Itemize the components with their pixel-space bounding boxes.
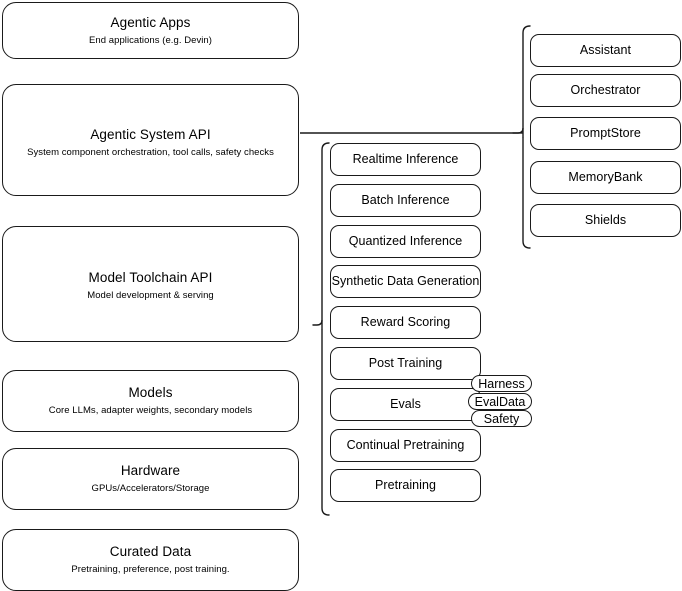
component-chip-evals[interactable]: Evals <box>330 388 481 421</box>
layer-title: Curated Data <box>109 544 192 559</box>
component-chip-continual-pretraining[interactable]: Continual Pretraining <box>330 429 481 462</box>
eval-badge-label: EvalData <box>474 394 526 409</box>
chip-label: Post Training <box>368 356 443 370</box>
eval-badge-safety[interactable]: Safety <box>471 410 532 427</box>
layer-title: Agentic System API <box>90 127 211 142</box>
layer-title: Model Toolchain API <box>88 270 213 285</box>
layer-card-models[interactable]: Models Core LLMs, adapter weights, secon… <box>2 370 299 432</box>
chip-label: Evals <box>390 397 421 411</box>
layer-subtitle: System component orchestration, tool cal… <box>27 147 274 158</box>
chip-label: Orchestrator <box>570 83 641 97</box>
layer-subtitle: Core LLMs, adapter weights, secondary mo… <box>48 405 253 416</box>
component-chip-quantized-inference[interactable]: Quantized Inference <box>330 225 481 258</box>
layer-card-agentic-apps[interactable]: Agentic Apps End applications (e.g. Devi… <box>2 2 299 59</box>
layer-card-agentic-system-api[interactable]: Agentic System API System component orch… <box>2 84 299 196</box>
chip-label: Pretraining <box>375 478 436 492</box>
component-chip-assistant[interactable]: Assistant <box>530 34 681 67</box>
chip-label: MemoryBank <box>568 170 643 184</box>
component-chip-memorybank[interactable]: MemoryBank <box>530 161 681 194</box>
layer-card-model-toolchain-api[interactable]: Model Toolchain API Model development & … <box>2 226 299 342</box>
chip-label: Quantized Inference <box>348 234 463 248</box>
chip-label: Continual Pretraining <box>346 438 465 452</box>
chip-label: Reward Scoring <box>360 315 451 329</box>
eval-badge-evaldata[interactable]: EvalData <box>468 393 532 410</box>
layer-subtitle: Model development & serving <box>87 290 214 301</box>
layer-title: Hardware <box>120 463 181 478</box>
eval-badge-label: Safety <box>483 411 520 426</box>
layer-title: Agentic Apps <box>110 14 191 30</box>
layer-card-hardware[interactable]: Hardware GPUs/Accelerators/Storage <box>2 448 299 510</box>
chip-label: PromptStore <box>570 126 641 140</box>
component-chip-orchestrator[interactable]: Orchestrator <box>530 74 681 107</box>
chip-label: Assistant <box>579 43 632 57</box>
component-chip-promptstore[interactable]: PromptStore <box>530 117 681 150</box>
chip-label: Realtime Inference <box>352 152 459 166</box>
layer-subtitle: End applications (e.g. Devin) <box>89 34 212 46</box>
component-chip-pretraining[interactable]: Pretraining <box>330 469 481 502</box>
component-chip-post-training[interactable]: Post Training <box>330 347 481 380</box>
chip-label: Synthetic Data Generation <box>331 274 480 288</box>
layer-card-curated-data[interactable]: Curated Data Pretraining, preference, po… <box>2 529 299 591</box>
chip-label: Batch Inference <box>361 193 450 207</box>
layer-subtitle: Pretraining, preference, post training. <box>71 564 230 575</box>
eval-badge-harness[interactable]: Harness <box>471 375 532 392</box>
layer-subtitle: GPUs/Accelerators/Storage <box>91 483 210 494</box>
component-chip-realtime-inference[interactable]: Realtime Inference <box>330 143 481 176</box>
layer-title: Models <box>128 385 173 400</box>
eval-badge-label: Harness <box>478 376 525 391</box>
component-chip-shields[interactable]: Shields <box>530 204 681 237</box>
component-chip-reward-scoring[interactable]: Reward Scoring <box>330 306 481 339</box>
component-chip-batch-inference[interactable]: Batch Inference <box>330 184 481 217</box>
component-chip-synthetic-data-generation[interactable]: Synthetic Data Generation <box>330 265 481 298</box>
chip-label: Shields <box>584 213 627 227</box>
